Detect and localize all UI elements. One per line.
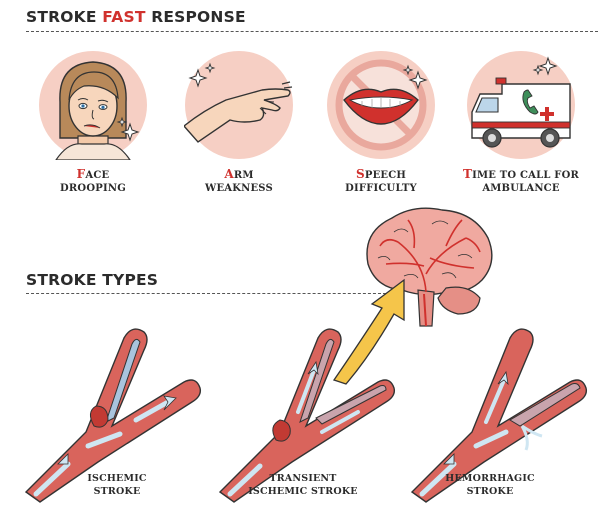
title-part-response: RESPONSE [145, 8, 246, 26]
fast-response-title: STROKE FAST RESPONSE [26, 8, 246, 26]
caption-time-ambulance: TIME TO CALL FOR AMBULANCE [451, 168, 591, 195]
ischemic-vessel-illustration [16, 322, 206, 503]
label-ischemic-line1: ISCHEMIC [87, 473, 147, 484]
title-part-fast: FAST [102, 8, 146, 26]
ambulance-illustration [466, 50, 576, 160]
caption-arm-weakness: ARM WEAKNESS [169, 168, 309, 195]
label-transient-ischemic-stroke: TRANSIENT ISCHEMIC STROKE [233, 472, 373, 498]
title-part-stroke: STROKE [26, 8, 103, 26]
section-divider-bottom [26, 293, 386, 294]
label-hemorrhagic-stroke: HEMORRHAGIC STROKE [420, 472, 560, 498]
caption-face-first-letter: F [76, 167, 86, 181]
label-hemorrhagic-line1: HEMORRHAGIC [445, 473, 535, 484]
hemorrhagic-vessel-illustration [402, 322, 592, 503]
caption-face-line1: ACE [85, 170, 110, 181]
arrow-to-brain-icon [326, 276, 416, 386]
face-drooping-illustration [38, 50, 148, 160]
label-ischemic-stroke: ISCHEMIC STROKE [47, 472, 187, 498]
caption-speech-first-letter: S [355, 167, 365, 181]
label-transient-line2: ISCHEMIC STROKE [248, 486, 358, 497]
caption-time-first-letter: T [462, 167, 473, 181]
caption-arm-line1: RM [233, 170, 254, 181]
transient-ischemic-vessel-illustration [210, 322, 400, 503]
caption-arm-line2: WEAKNESS [205, 183, 273, 194]
label-ischemic-line2: STROKE [93, 486, 141, 497]
label-hemorrhagic-line2: STROKE [466, 486, 514, 497]
caption-time-line2: AMBULANCE [482, 183, 560, 194]
section-divider-top [26, 31, 598, 32]
caption-speech-line1: PEECH [364, 170, 407, 181]
caption-face-drooping: FACE DROOPING [23, 168, 163, 195]
caption-time-line1: IME TO CALL FOR [472, 170, 579, 181]
speech-difficulty-illustration [326, 50, 436, 160]
caption-face-line2: DROOPING [60, 183, 126, 194]
stroke-types-title: STROKE TYPES [26, 271, 159, 289]
arm-weakness-illustration [184, 50, 294, 160]
caption-speech-line2: DIFFICULTY [345, 183, 417, 194]
caption-speech-difficulty: SPEECH DIFFICULTY [311, 168, 451, 195]
label-transient-line1: TRANSIENT [269, 473, 337, 484]
brain-illustration [358, 202, 498, 328]
caption-arm-first-letter: A [224, 167, 234, 181]
